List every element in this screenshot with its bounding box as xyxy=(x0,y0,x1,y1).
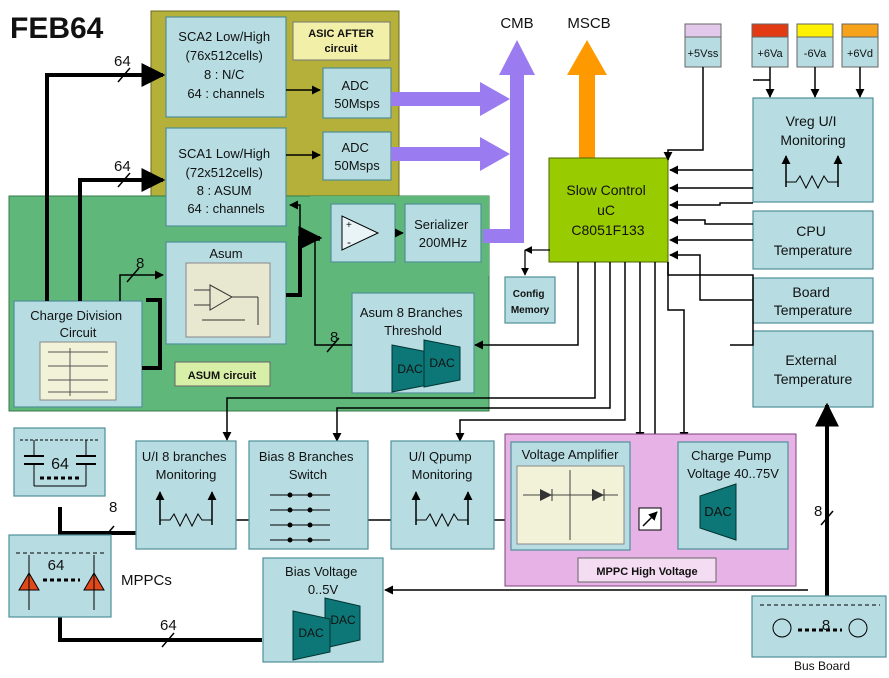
cpu-temperature-text: CPU Temperature xyxy=(774,223,853,258)
sc-control-lines xyxy=(222,262,808,595)
capacitor-count: 64 xyxy=(51,456,69,473)
vreg-text: Vreg U/I Monitoring xyxy=(780,113,845,148)
charge-division-text: Charge Division Circuit xyxy=(30,308,125,340)
capacitor-bank-box xyxy=(13,427,106,497)
comparator-icon xyxy=(341,215,380,251)
config-memory-text: Config Memory xyxy=(511,289,550,316)
mppcs-label: MPPCs xyxy=(121,572,172,589)
serializer-box xyxy=(404,203,482,263)
vreg-resistor-icon xyxy=(781,155,843,190)
charge-division-schematic-icon xyxy=(39,341,117,401)
svg-text:8: 8 xyxy=(814,503,822,520)
cpu-temperature-box xyxy=(752,210,874,270)
asum-label-box xyxy=(174,361,271,387)
bus-board-connector-icon xyxy=(760,604,880,638)
svg-text:64: 64 xyxy=(114,158,131,175)
bus-board-count: 8 xyxy=(822,617,830,634)
comparator-minus: - xyxy=(347,235,351,249)
mppc-hv-label-box xyxy=(577,557,717,583)
slow-control-box xyxy=(548,157,669,263)
bias8-text: Bias 8 Branches Switch xyxy=(259,449,357,482)
asum-circuit-label: ASUM circuit xyxy=(188,370,257,382)
svg-text:DAC: DAC xyxy=(429,356,455,370)
voltage-amplifier-schematic-icon xyxy=(516,465,625,545)
vreg-monitoring-box xyxy=(752,97,874,203)
mppc-icon xyxy=(16,552,105,610)
svg-text:DAC: DAC xyxy=(397,362,423,376)
threshold-dac-icon: DAC DAC xyxy=(391,339,461,393)
qpump-resistor-icon xyxy=(411,491,473,528)
svg-text:DAC: DAC xyxy=(704,504,731,519)
asic-label-box xyxy=(292,21,391,61)
sca1-text: SCA1 Low/High (72x512cells) 8 : ASUM 64 … xyxy=(178,146,273,216)
threshold-text: Asum 8 Branches Threshold xyxy=(360,305,466,338)
svg-text:-6Va: -6Va xyxy=(804,48,827,60)
bias-voltage-text: Bias Voltage 0..5V xyxy=(285,564,361,597)
bus-width-labels: 64 64 8 8 8 64 8 xyxy=(101,53,834,648)
asum-schematic-icon xyxy=(185,262,271,338)
ui8-resistor-icon xyxy=(155,491,217,528)
serializer-text: Serializer 200MHz xyxy=(414,217,472,250)
potentiometer-icon xyxy=(642,511,658,527)
mscb-label: MSCB xyxy=(567,15,610,32)
voltage-amplifier-label: Voltage Amplifier xyxy=(522,447,620,462)
slow-control-text: Slow Control uC C8051F133 xyxy=(566,182,649,238)
cmb-label: CMB xyxy=(500,15,533,32)
config-memory-box xyxy=(504,276,556,324)
sca1-box xyxy=(165,127,287,227)
board-temperature-box xyxy=(752,277,874,324)
asic-label-1: ASIC AFTER xyxy=(308,28,374,40)
bus-board-label: Bus Board xyxy=(794,659,850,673)
board-temperature-text: Board Temperature xyxy=(774,284,853,318)
adc2-text: ADC 50Msps xyxy=(334,78,380,111)
svg-text:8: 8 xyxy=(109,499,117,516)
charge-pump-dac-icon: DAC xyxy=(699,483,737,541)
external-temperature-text: External Temperature xyxy=(774,352,853,387)
mppc-hv-label: MPPC High Voltage xyxy=(596,566,697,578)
qpump-monitoring-box xyxy=(390,440,495,550)
capacitor-icon xyxy=(20,439,100,487)
ui8-text: U/I 8 branches Monitoring xyxy=(142,449,230,482)
svg-text:8: 8 xyxy=(136,255,144,272)
monitor-to-sc-arrows xyxy=(663,67,753,301)
bus-64-lines xyxy=(45,63,839,642)
svg-text:+6Va: +6Va xyxy=(757,48,783,60)
sca2-text: SCA2 Low/High (76x512cells) 8 : N/C 64 :… xyxy=(178,29,273,101)
svg-text:+6Vd: +6Vd xyxy=(847,48,873,60)
svg-text:DAC: DAC xyxy=(330,613,356,627)
sca2-box xyxy=(165,16,287,118)
diagram-title: FEB64 xyxy=(10,12,104,45)
svg-text:8: 8 xyxy=(330,329,338,346)
asum-title: Asum xyxy=(209,246,242,261)
power-supplies: +5Vss +6Va -6Va +6Vd xyxy=(684,23,879,68)
bias-voltage-dac-icon: DAC DAC xyxy=(292,597,361,661)
adc1-box xyxy=(322,131,392,181)
bus-board-box xyxy=(751,595,887,658)
svg-text:DAC: DAC xyxy=(298,626,324,640)
asic-label-2: circuit xyxy=(324,43,357,55)
ui8-monitoring-box xyxy=(135,440,237,550)
mppc-count: 64 xyxy=(48,557,65,574)
svg-text:+5Vss: +5Vss xyxy=(688,48,719,60)
mscb-arrow xyxy=(567,40,607,160)
charge-pump-text: Charge Pump Voltage 40..75V xyxy=(687,448,779,481)
svg-text:64: 64 xyxy=(114,53,131,70)
qpump-text: U/I Qpump Monitoring xyxy=(409,449,475,482)
adc1-text: ADC 50Msps xyxy=(334,140,380,173)
cmb-data-arrows xyxy=(391,40,535,243)
switch-array-icon xyxy=(270,492,330,543)
comparator-plus: + xyxy=(346,220,352,231)
external-temperature-box xyxy=(752,330,874,408)
svg-text:64: 64 xyxy=(160,617,177,634)
